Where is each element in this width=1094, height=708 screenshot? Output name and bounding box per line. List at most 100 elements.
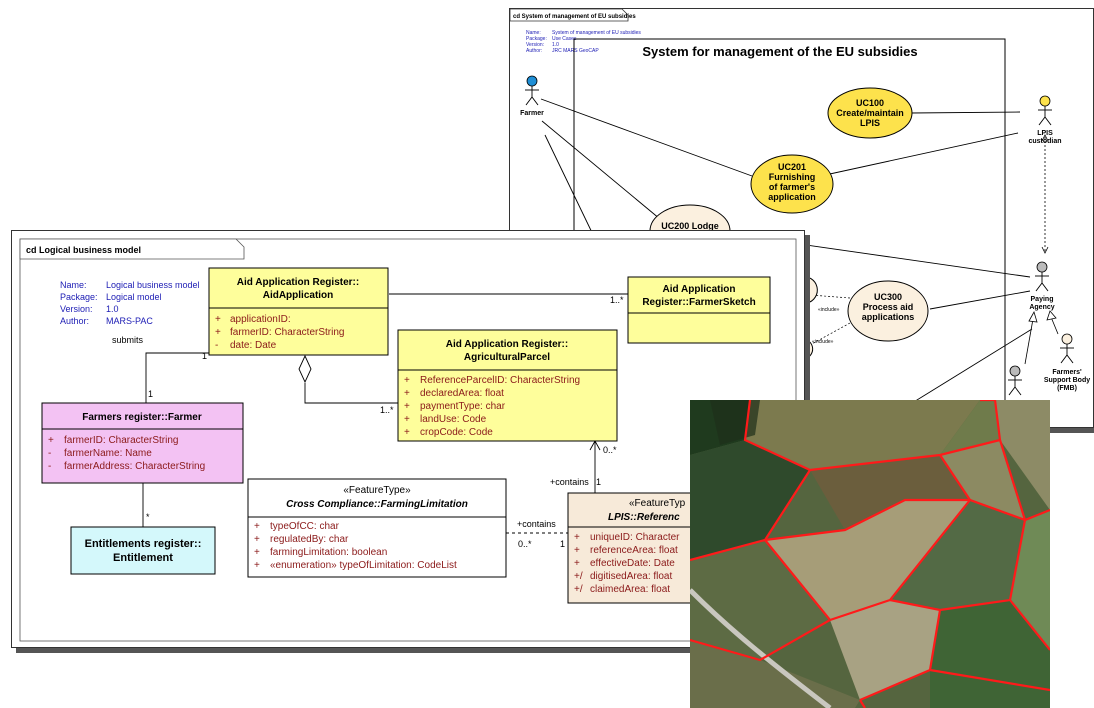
actor-fsb-label-3: (FMB) — [1057, 385, 1077, 392]
label-contains-1: +contains — [550, 477, 589, 487]
road — [690, 588, 832, 708]
usecase-partial-2 — [802, 338, 814, 359]
label-contains-2-one: 1 — [560, 539, 565, 549]
class-diagram-tab-label: cd Logical business model — [26, 245, 141, 255]
meta-name: System of management of EU subsidies — [552, 30, 641, 36]
attr-vis: - — [48, 448, 51, 459]
actor-paying-agency[interactable]: Paying Agency — [1029, 261, 1055, 311]
attr-crop-code: cropCode: Code — [420, 427, 493, 438]
actor-lpis-custodian[interactable]: LPIS custodian — [1028, 95, 1062, 145]
attr-effective-date: effectiveDate: Date — [590, 558, 675, 569]
actor-paying-label-2: Agency — [1029, 304, 1054, 311]
class-farmer-sketch[interactable]: Aid Application Register::FarmerSketch — [627, 276, 771, 344]
attr-regulated-by: regulatedBy: char — [270, 534, 349, 545]
uc200-label-1: UC200 Lodge — [661, 221, 719, 231]
system-boundary-title: System for management of the EU subsidie… — [642, 44, 917, 59]
attr-vis: + — [254, 521, 260, 532]
association-labels: submits 1 1 1..* 1..* * +contains 1 0..*… — [112, 295, 624, 549]
meta-package: Use Cases — [552, 36, 577, 42]
label-contains-2: +contains — [517, 519, 556, 529]
entitlement-title-2: Entitlement — [113, 552, 173, 564]
class-meta-package: Logical model — [106, 292, 162, 302]
field-patches — [690, 400, 1050, 708]
label-submits: submits — [112, 335, 144, 345]
label-contains-2-many: 0..* — [518, 539, 532, 549]
orthophoto-panel — [690, 400, 1050, 708]
actor-lpis-label-1: LPIS — [1037, 130, 1053, 137]
meta-name-label: Name: — [526, 30, 541, 36]
attr-vis: + — [215, 314, 221, 325]
attr-vis: + — [215, 327, 221, 338]
class-entitlement[interactable]: Entitlements register:: Entitlement — [70, 526, 216, 575]
attr-farmer-id: farmerID: CharacterString — [230, 327, 344, 338]
attr-vis: + — [254, 534, 260, 545]
parcel-title-2: AgriculturalParcel — [464, 352, 550, 363]
class-meta-version-label: Version: — [60, 304, 93, 314]
class-meta-name-label: Name: — [60, 280, 87, 290]
meta-version-label: Version: — [526, 42, 544, 48]
attr-unique-id: uniqueID: Character — [590, 532, 680, 543]
uc300-label-1: UC300 — [874, 292, 902, 302]
attr-vis: +/ — [574, 584, 583, 595]
uc201-label-4: application — [768, 192, 816, 202]
parcel-title-1: Aid Application Register:: — [446, 339, 568, 350]
class-cross-compliance[interactable]: «FeatureType» Cross Compliance::FarmingL… — [247, 478, 507, 578]
attr-type-of-limitation: «enumeration» typeOfLimitation: CodeList — [270, 560, 457, 571]
generalization-arrows — [1024, 310, 1059, 365]
attr-vis: + — [404, 427, 410, 438]
label-entitlement-mult: * — [146, 512, 150, 522]
class-meta-name: Logical business model — [106, 280, 200, 290]
attr-vis: + — [404, 401, 410, 412]
usecase-tab-label: cd System of management of EU subsidies — [513, 14, 636, 20]
usecase-uc300[interactable] — [847, 280, 929, 342]
attr-vis: + — [48, 435, 54, 446]
class-meta: Name: Logical business model Package: Lo… — [60, 280, 200, 326]
class-associations — [142, 293, 628, 527]
attr-vis: + — [404, 388, 410, 399]
orthophoto-image — [690, 400, 1050, 708]
uc201-label-2: Furnishing — [769, 172, 816, 182]
attr-declared-area: declaredArea: float — [420, 388, 504, 399]
parcel-boundaries — [690, 400, 1050, 708]
meta-author: JRC MARS GeoCAP — [552, 48, 599, 54]
label-contains-1-many: 0..* — [603, 445, 617, 455]
usecase-uc201[interactable] — [750, 154, 834, 214]
class-farmer[interactable]: Farmers register::Farmer + farmerID: Cha… — [41, 402, 244, 484]
class-diagram-panel: cd Logical business model Name: Logical … — [11, 230, 805, 648]
label-sketch-mult: 1..* — [610, 295, 624, 305]
class-aid-application[interactable]: Aid Application Register:: AidApplicatio… — [208, 267, 389, 356]
actor-paying-label-1: Paying — [1031, 296, 1054, 303]
include-label-1: «include» — [818, 307, 840, 313]
actor-farmer[interactable]: Farmer — [520, 75, 544, 117]
usecase-uc100[interactable] — [827, 87, 913, 139]
class-lpis-reference[interactable]: «FeatureTyp LPIS::Referenc + uniqueID: C… — [567, 492, 709, 604]
label-contains-1-one: 1 — [596, 477, 601, 487]
entitlement-title-1: Entitlements register:: — [85, 538, 202, 550]
dependency-arrows — [1041, 134, 1049, 254]
lpis-ref-title: LPIS::Referenc — [608, 512, 680, 523]
attr-reference-parcel-id: ReferenceParcelID: CharacterString — [420, 375, 580, 386]
attr-vis: + — [404, 414, 410, 425]
attr-date: date: Date — [230, 340, 277, 351]
attr-vis: +/ — [574, 571, 583, 582]
class-meta-package-label: Package: — [60, 292, 98, 302]
attr-vis: + — [254, 547, 260, 558]
aid-application-title-1: Aid Application Register:: — [237, 277, 359, 288]
meta-version: 1.0 — [552, 42, 559, 48]
class-agricultural-parcel[interactable]: Aid Application Register:: AgriculturalP… — [397, 329, 618, 442]
attr-land-use: landUse: Code — [420, 414, 487, 425]
attr-farmer-address: farmerAddress: CharacterString — [64, 461, 205, 472]
attr-digitised-area: digitisedArea: float — [590, 571, 672, 582]
attr-vis: + — [404, 375, 410, 386]
attr-payment-type: paymentType: char — [420, 401, 506, 412]
label-farmer-mult: 1 — [148, 389, 153, 399]
uc100-label-3: LPIS — [860, 118, 880, 128]
label-submits-mult: 1 — [202, 351, 207, 361]
uc100-label-1: UC100 — [856, 98, 884, 108]
actor-farmer-label: Farmer — [520, 110, 544, 117]
attr-vis: + — [574, 532, 580, 543]
class-diagram-tab — [19, 238, 245, 260]
actor-farmers-support-body[interactable]: Farmers' Support Body (FMB) — [1044, 333, 1090, 392]
attr-type-of-cc: typeOfCC: char — [270, 521, 340, 532]
attr-vis: - — [48, 461, 51, 472]
